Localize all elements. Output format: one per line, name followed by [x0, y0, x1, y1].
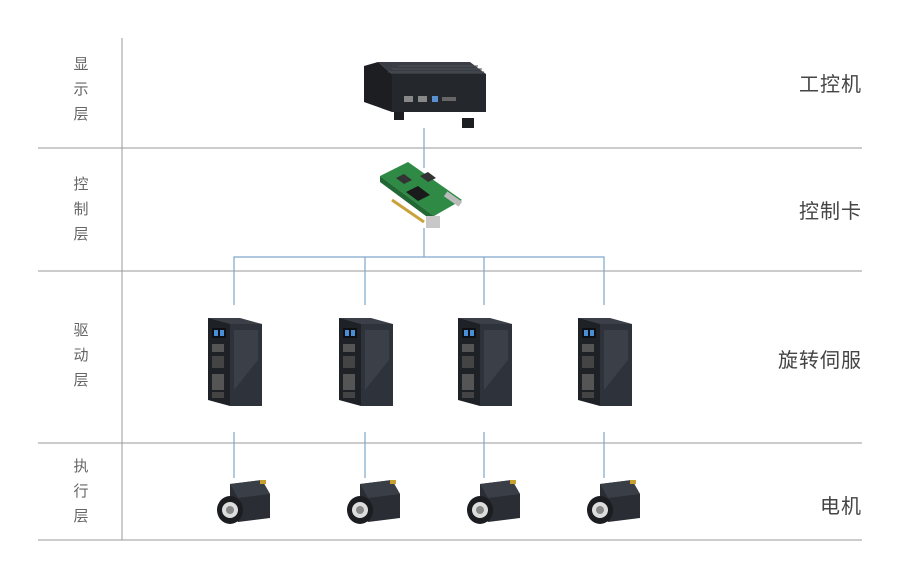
layer-label-control: 控制层	[73, 175, 89, 243]
device-name-control-card: 控制卡	[799, 199, 862, 223]
layer-label-drive: 驱动层	[73, 321, 89, 389]
device-name-servo-drive: 旋转伺服	[778, 348, 862, 372]
servo-drive-icon	[208, 318, 632, 406]
device-name-industrial-pc: 工控机	[799, 72, 862, 96]
layer-label-display: 显示层	[73, 55, 89, 123]
device-name-motor: 电机	[820, 494, 862, 518]
layer-grid	[38, 38, 862, 541]
control-card-icon	[380, 162, 463, 228]
layer-label-execution: 执行层	[73, 457, 89, 525]
industrial-pc-icon	[364, 62, 486, 128]
servo-motor-icon	[217, 480, 640, 524]
connection-lines	[233, 128, 605, 478]
